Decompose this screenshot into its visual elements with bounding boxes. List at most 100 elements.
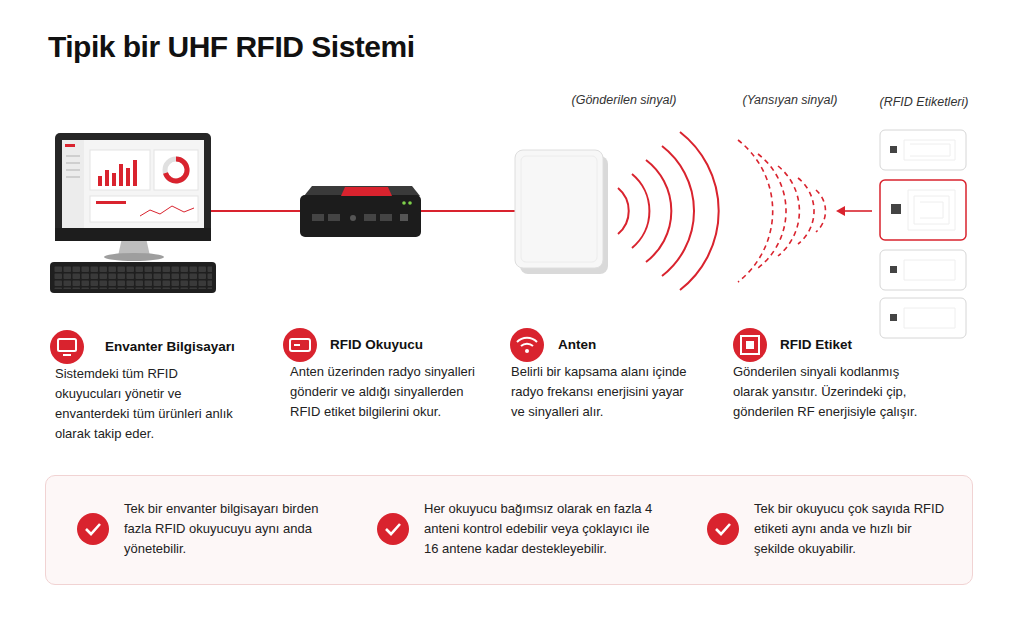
rfid-tags (880, 130, 966, 338)
computer-illustration-part (165, 159, 187, 181)
feature-heading: Anten (558, 336, 691, 354)
sent-signal-waves-part (680, 132, 719, 290)
computer-illustration-part (62, 140, 84, 228)
computer-illustration-part (90, 150, 150, 190)
antenna-illustration-part (515, 150, 603, 268)
check-circle (77, 513, 109, 545)
reader-illustration-part (400, 214, 408, 221)
feature-column: Envanter BilgisayarıSistemdeki tüm RFID … (55, 338, 240, 444)
feature-icons-part (58, 339, 76, 351)
feature-column: RFID EtiketGönderilen sinyali kodlanmış … (733, 336, 933, 422)
sent-signal-waves (618, 132, 719, 290)
check-circle (377, 513, 409, 545)
feature-icons-part (733, 328, 767, 362)
computer-illustration-part (126, 168, 130, 186)
feature-description: Gönderilen sinyali kodlanmış olarak yans… (733, 362, 933, 422)
note-item: Tek bir envanter bilgisayarı birden fazl… (76, 499, 324, 559)
computer-illustration-part (90, 196, 198, 222)
rfid-tags-part (880, 298, 966, 338)
feature-icons-part (525, 349, 529, 353)
reflected-signal-waves-part (738, 140, 773, 282)
note-text: Her okuyucu bağımsız olarak en fazla 4 a… (424, 499, 654, 559)
reader-illustration-part (350, 215, 356, 221)
rfid-tags-part (880, 250, 966, 290)
rfid-tags-part (890, 314, 897, 321)
computer-illustration-part (105, 170, 109, 186)
computer-illustration-part (55, 133, 211, 241)
note-text: Tek bir okuyucu çok sayıda RFID etiketi … (754, 499, 954, 559)
rfid-tags-part (880, 130, 966, 170)
signal-label: (Yansıyan sinyal) (735, 92, 845, 108)
reflected-signal-waves-part (798, 178, 814, 244)
title: Tipik bir UHF RFID Sistemi (48, 30, 415, 64)
rfid-tags-part (904, 308, 955, 328)
reflected-signal-waves-part (816, 190, 825, 232)
feature-icons-part (63, 354, 71, 356)
reader-illustration-part (304, 186, 420, 196)
feature-icons-part (521, 344, 533, 346)
sent-signal-waves-part (632, 174, 649, 248)
computer-illustration-part (65, 144, 75, 147)
reflected-signal-waves-part (758, 154, 786, 268)
feature-icons (50, 328, 767, 364)
rfid-tags-part (904, 140, 955, 160)
signal-label: (Gönderilen sinyal) (569, 92, 679, 108)
check-icon (706, 512, 740, 546)
feature-icons-part (510, 328, 544, 362)
rfid-tags-part (891, 204, 901, 214)
rfid-tags-part (908, 190, 955, 230)
computer-illustration-part (98, 176, 102, 186)
computer-illustration (50, 133, 216, 293)
computer-illustration-part (119, 164, 123, 186)
check-mark (86, 524, 100, 534)
feature-icons-part (50, 330, 84, 364)
feature-icons-part (741, 336, 759, 354)
feature-icons-part (294, 344, 300, 346)
reader-illustration-part (312, 214, 324, 221)
antenna-illustration (515, 150, 608, 274)
sent-signal-waves-part (646, 160, 671, 262)
signal-label: (RFID Etiketleri) (864, 94, 984, 110)
notes-panel: Tek bir envanter bilgisayarı birden fazl… (45, 475, 973, 585)
check-circle (707, 513, 739, 545)
computer-illustration-part (55, 228, 211, 241)
sent-signal-waves-part (662, 146, 694, 276)
sent-signal-waves-part (618, 188, 629, 234)
computer-illustration-part (96, 201, 126, 204)
rfid-tags-part (890, 266, 897, 273)
reader-illustration-part (328, 214, 340, 221)
computer-illustration-part (104, 253, 164, 261)
computer-illustration-part (66, 162, 80, 164)
rfid-tags-part (880, 180, 966, 240)
feature-column: RFID OkuyucuAnten üzerinden radyo sinyal… (290, 336, 485, 422)
feature-description: Sistemdeki tüm RFID okuyucuları yönetir … (55, 364, 240, 444)
computer-illustration-part (166, 159, 188, 181)
feature-column: AntenBelirli bir kapsama alanı içinde ra… (511, 336, 691, 422)
computer-illustration-part (50, 262, 216, 293)
check-icon (376, 512, 410, 546)
feature-heading: RFID Okuyucu (330, 336, 485, 354)
cable-part (210, 210, 302, 212)
note-text: Tek bir envanter bilgisayarı birden fazl… (124, 499, 324, 559)
feature-heading: Envanter Bilgisayarı (105, 338, 240, 356)
rfid-tags-part (904, 260, 955, 280)
reader-illustration-part (341, 187, 392, 196)
reader-illustration-part (364, 214, 376, 221)
return-arrow (836, 206, 872, 216)
computer-illustration-part (112, 173, 116, 186)
feature-icons-part (517, 338, 537, 342)
computer-illustration-part (54, 266, 212, 289)
reflected-signal-waves-part (778, 166, 799, 256)
computer-illustration-part (66, 169, 80, 171)
feature-icons-part (283, 328, 317, 362)
computer-illustration-part (62, 140, 204, 228)
feature-icons-part (746, 341, 754, 349)
reader-illustration-part (402, 201, 406, 205)
cable-part (420, 210, 516, 212)
rfid-tags-part (890, 146, 897, 153)
check-icon (76, 512, 110, 546)
reader-illustration-part (408, 201, 412, 205)
feature-description: Anten üzerinden radyo sinyalleri gönderi… (290, 362, 485, 422)
computer-illustration-part (140, 206, 194, 216)
